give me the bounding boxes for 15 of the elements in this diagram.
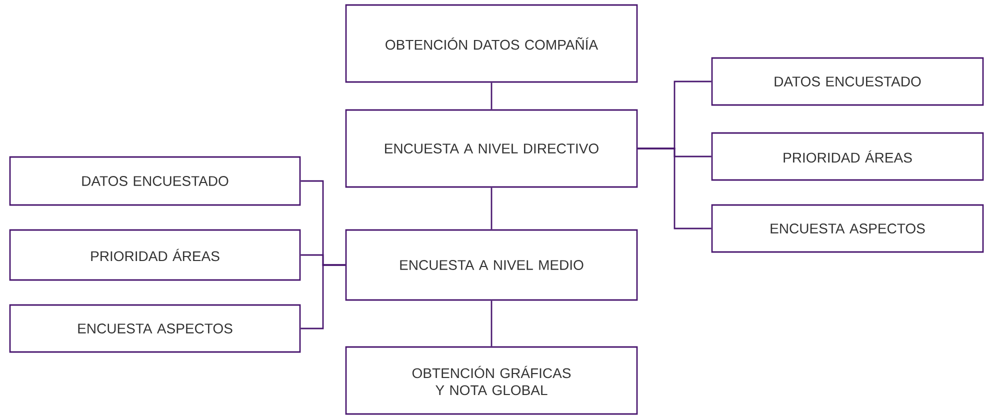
process-box: OBTENCIÓN DATOS COMPAÑÍA: [345, 4, 638, 83]
process-box: ENCUESTA A NIVEL MEDIO: [345, 229, 638, 301]
connector: [490, 300, 492, 346]
process-box: PRIORIDAD ÁREAS: [9, 229, 301, 281]
process-box: PRIORIDAD ÁREAS: [711, 132, 984, 181]
connector: [638, 148, 712, 230]
connector: [490, 82, 492, 110]
process-box: ENCUESTA ASPECTOS: [711, 204, 984, 253]
connector: [300, 264, 346, 330]
process-box: DATOS ENCUESTADO: [711, 57, 984, 106]
process-box: DATOS ENCUESTADO: [9, 156, 301, 206]
process-box: OBTENCIÓN GRÁFICAS Y NOTA GLOBAL: [345, 346, 638, 415]
process-box: ENCUESTA ASPECTOS: [9, 304, 301, 353]
process-box: ENCUESTA A NIVEL DIRECTIVO: [345, 109, 638, 188]
connector: [490, 188, 492, 230]
